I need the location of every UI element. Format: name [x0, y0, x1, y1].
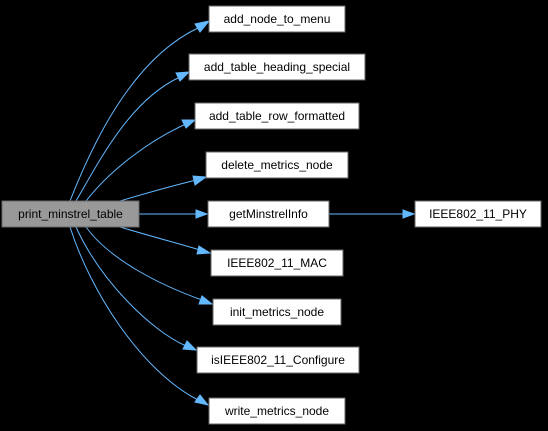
node-label: add_table_row_formatted: [209, 109, 345, 123]
arrow-to-add-table-heading-special: [175, 71, 191, 82]
edge-to-add-node-to-menu: [69, 27, 199, 202]
arrow-to-add-table-row-formatted: [181, 119, 197, 129]
node-label: IEEE802_11_PHY: [429, 207, 527, 221]
node-label: isIEEE802_11_Configure: [211, 353, 345, 367]
arrow-to-init-metrics-node: [198, 295, 214, 305]
node-ieee802-11-mac[interactable]: IEEE802_11_MAC: [210, 249, 344, 277]
node-print-minstrel-table[interactable]: print_minstrel_table: [1, 200, 140, 228]
edge-to-is-ieee-configure: [75, 226, 187, 347]
edge-to-ieee-mac: [119, 226, 201, 251]
node-init-metrics-node[interactable]: init_metrics_node: [212, 298, 342, 326]
node-write-metrics-node[interactable]: write_metrics_node: [208, 397, 346, 425]
node-add-table-row-formatted[interactable]: add_table_row_formatted: [194, 102, 360, 130]
arrow-to-ieee-phy: [402, 209, 416, 219]
edge-to-write-metrics-node: [69, 226, 199, 401]
edge-to-add-table-heading-special: [75, 76, 181, 202]
node-label: getMinstrelInfo: [229, 207, 308, 221]
node-delete-metrics-node[interactable]: delete_metrics_node: [205, 151, 349, 179]
node-getminstrelinfo[interactable]: getMinstrelInfo: [207, 200, 330, 228]
node-is-ieee802-11-configure[interactable]: isIEEE802_11_Configure: [196, 346, 360, 374]
node-add-node-to-menu[interactable]: add_node_to_menu: [208, 5, 346, 33]
node-label: delete_metrics_node: [221, 158, 333, 172]
edge-to-delete-metrics-node: [119, 179, 197, 202]
arrow-to-add-node-to-menu: [194, 20, 211, 33]
node-add-table-heading-special[interactable]: add_table_heading_special: [188, 53, 366, 81]
edges: [69, 20, 416, 406]
node-label: IEEE802_11_MAC: [227, 256, 327, 270]
arrow-to-getminstrelinfo: [195, 209, 209, 219]
node-label: print_minstrel_table: [18, 207, 123, 221]
arrow-to-delete-metrics-node: [192, 175, 208, 186]
node-ieee802-11-phy[interactable]: IEEE802_11_PHY: [414, 200, 542, 228]
edge-to-init-metrics-node: [85, 226, 203, 301]
edge-to-add-table-row-formatted: [85, 123, 187, 202]
node-label: init_metrics_node: [230, 305, 324, 319]
arrow-to-ieee-mac: [196, 245, 212, 255]
node-label: write_metrics_node: [224, 404, 329, 418]
node-label: add_table_heading_special: [204, 60, 350, 74]
node-label: add_node_to_menu: [224, 12, 331, 26]
arrow-to-write-metrics-node: [194, 394, 210, 406]
arrow-to-is-ieee-configure: [182, 340, 198, 351]
